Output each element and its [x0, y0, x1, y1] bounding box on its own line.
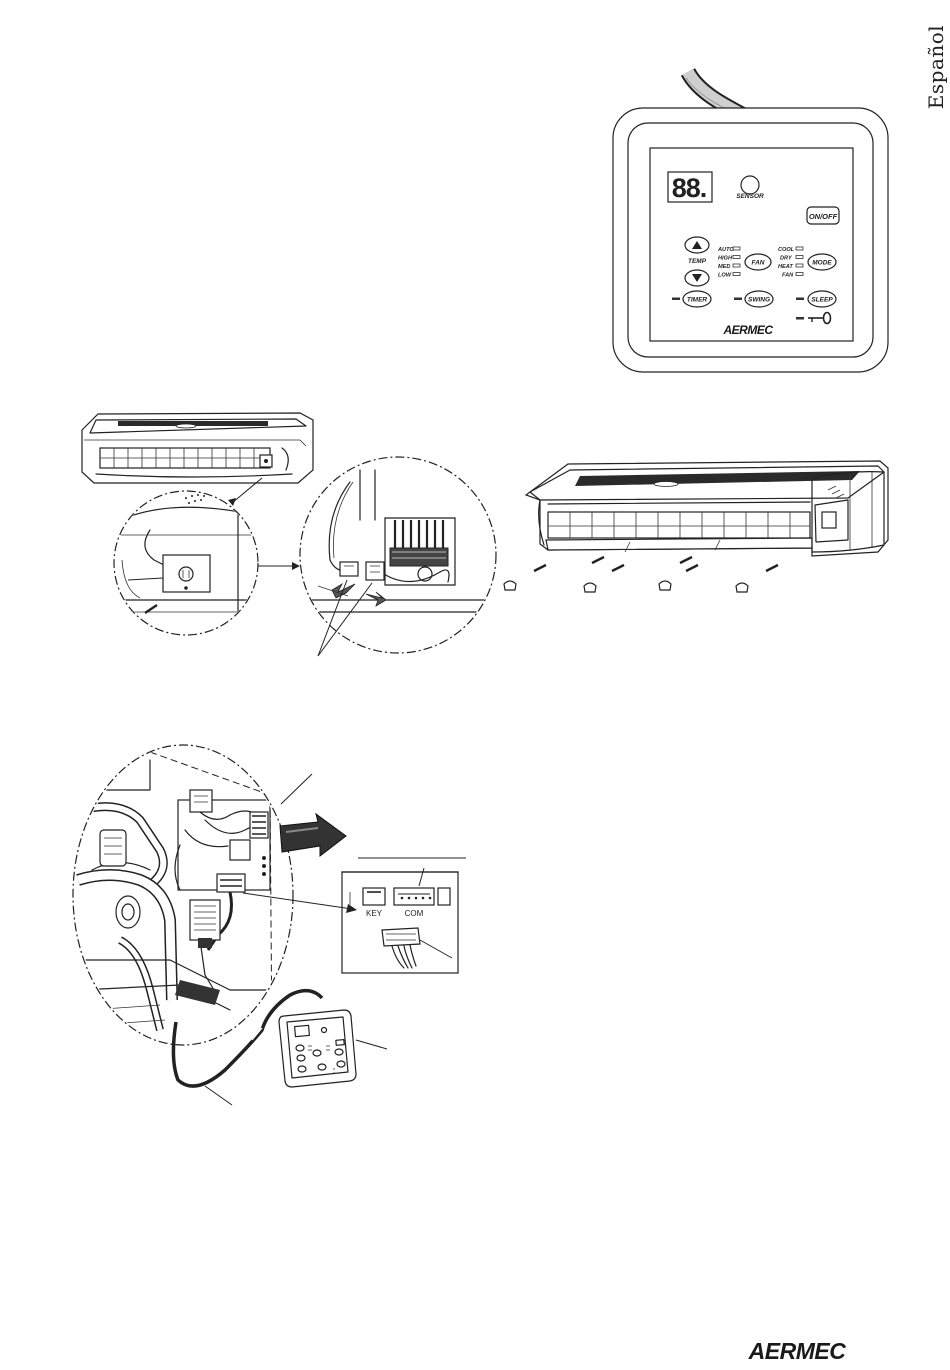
fan-speed-high: HIGH [718, 256, 733, 262]
screw-icon [766, 565, 778, 571]
leader-line [205, 1086, 232, 1105]
key-label: KEY [366, 909, 383, 918]
mode-fan: FAN [782, 273, 794, 279]
key-connector [363, 888, 385, 905]
fan-speed-auto: AUTO [717, 247, 734, 253]
led-icon [672, 298, 680, 301]
fan-speed-low: LOW [718, 273, 732, 279]
screw-cap-icon [736, 583, 748, 592]
indoor-unit-small [82, 413, 313, 483]
fan-speed-med: MED [718, 264, 730, 270]
footer-brand-logo: AERMEC [748, 1338, 847, 1364]
led-icon [796, 298, 804, 301]
language-tab: Español [924, 25, 948, 109]
arrow-icon [228, 498, 236, 506]
screw-icon [686, 565, 698, 571]
screw-cap-icon [504, 581, 516, 590]
fan-button-label: FAN [752, 260, 765, 267]
led-icon [734, 298, 742, 301]
plug-connector [382, 928, 420, 946]
terminal-knob [179, 567, 193, 581]
leader-line [281, 774, 312, 804]
small-remote [279, 1010, 356, 1087]
mode-cool: COOL [778, 247, 795, 253]
wall-remote-control: 88. SENSOR ON/OFF TEMP AUTO HIGH MED LOW… [613, 72, 888, 372]
led-icon [796, 317, 804, 320]
mode-dry: DRY [780, 256, 793, 262]
on-off-label: ON/OFF [809, 212, 838, 221]
display-digits: 88. [672, 173, 707, 203]
sensor-icon [741, 176, 759, 194]
screw-icon [680, 557, 692, 563]
screw-icon [612, 565, 624, 571]
connector-left [340, 562, 358, 576]
leader-line [356, 1040, 387, 1049]
swing-label: SWING [748, 297, 770, 304]
detail-circle-cover [110, 491, 258, 640]
sensor-label: SENSOR [736, 193, 764, 200]
screw-cap-icon [584, 583, 596, 592]
connector-inset: KEY COM [342, 872, 458, 973]
indoor-unit-open [526, 461, 888, 556]
com-connector [394, 888, 434, 905]
com-connector-board [217, 874, 245, 892]
screw-icon [534, 565, 546, 571]
big-arrow-icon [280, 814, 346, 856]
mode-heat: HEAT [778, 264, 793, 270]
mode-button-label: MODE [812, 260, 832, 267]
remote-brand-logo: AERMEC [722, 323, 773, 337]
com-label: COM [405, 909, 424, 918]
sleep-label: SLEEP [811, 297, 833, 304]
screw-cap-icon [659, 581, 671, 590]
temp-label: TEMP [688, 258, 707, 265]
arrow-icon [292, 562, 300, 570]
screw-icon [592, 557, 604, 563]
connector-right [366, 562, 384, 580]
timer-label: TIMER [687, 297, 708, 304]
